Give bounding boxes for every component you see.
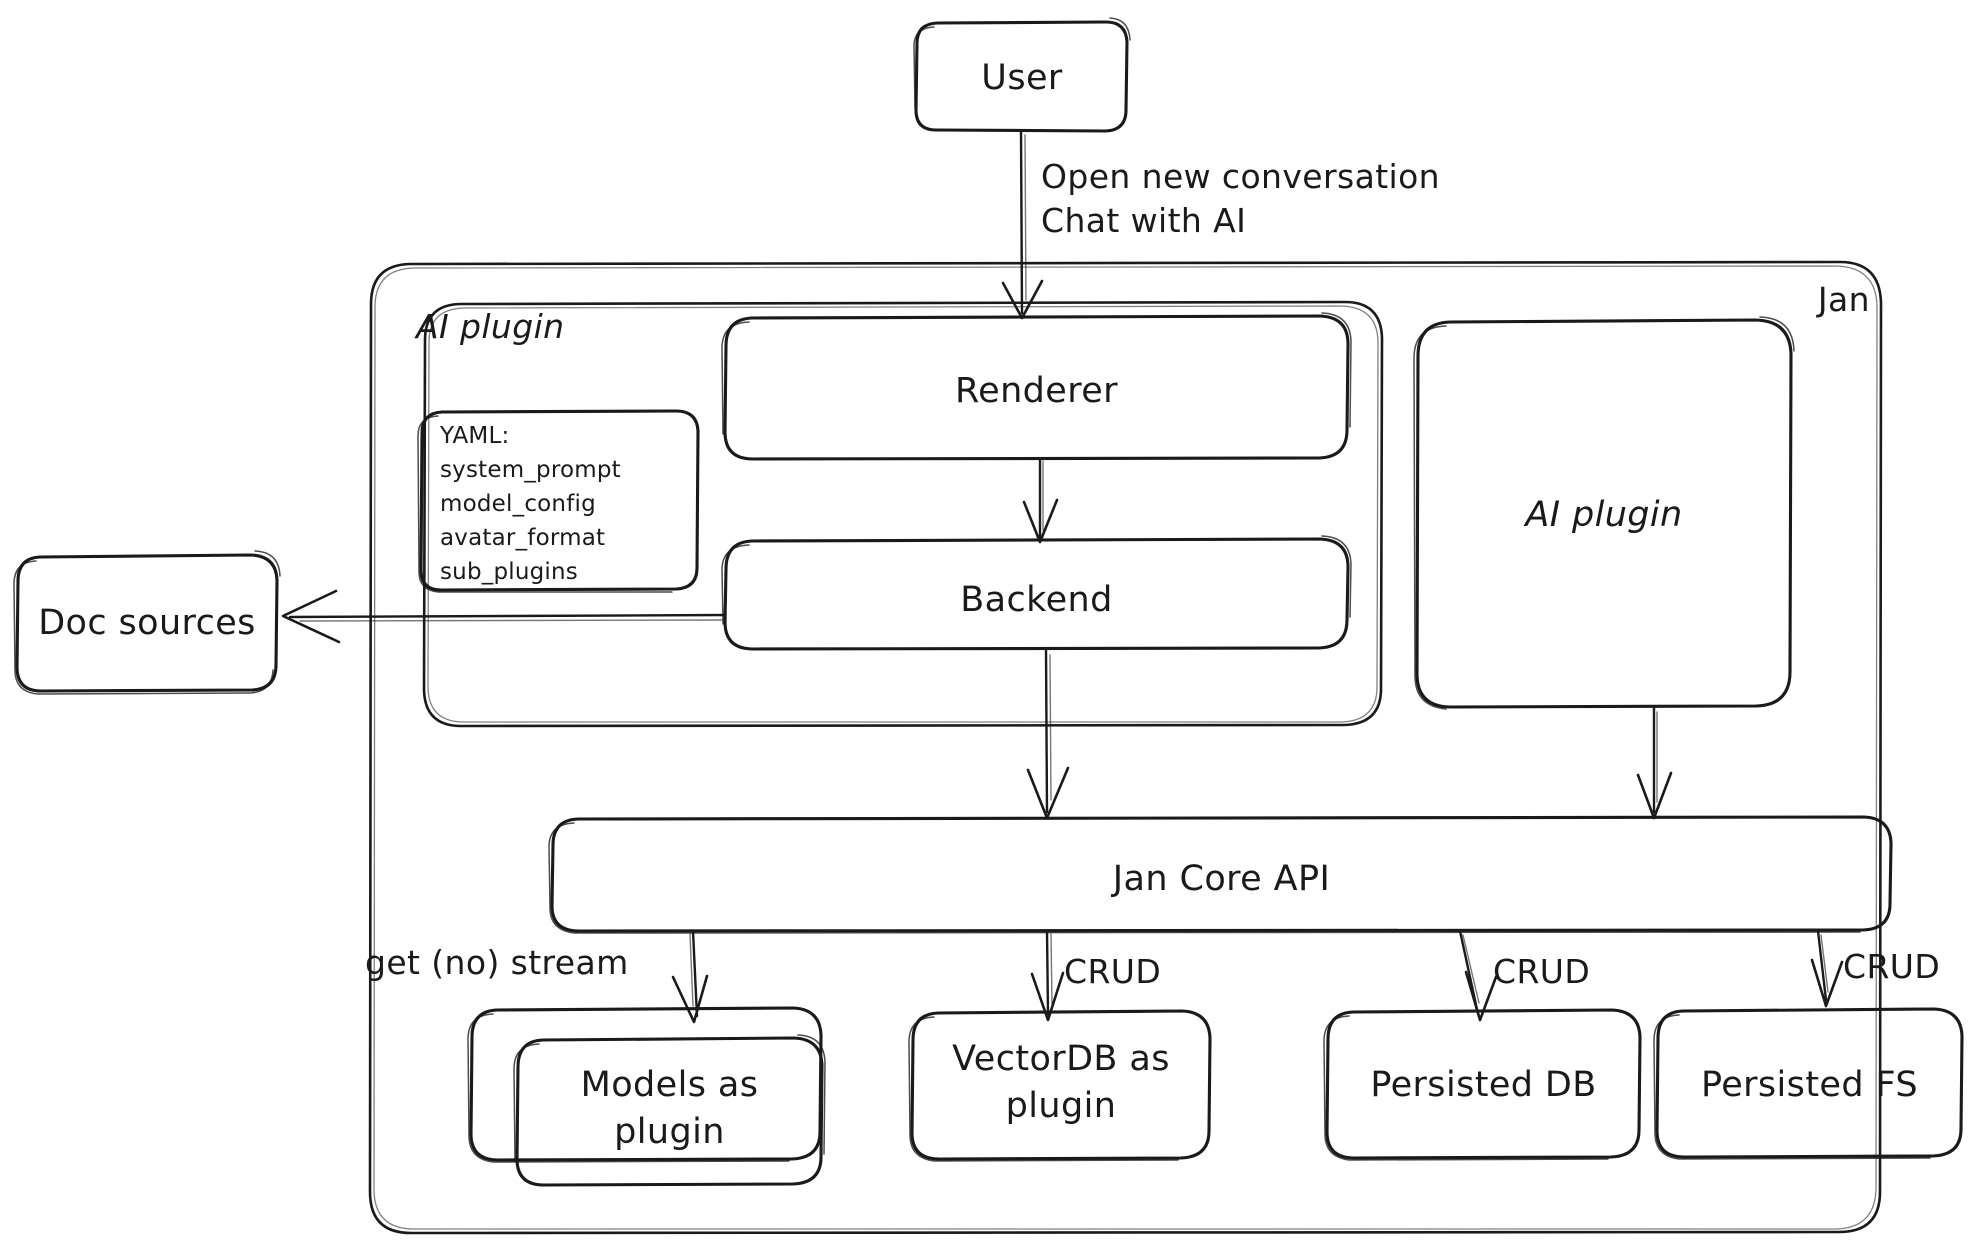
edge-aiplugin-to-core	[1636, 705, 1673, 820]
node-yaml-note-shape	[417, 409, 700, 593]
edge-backend-to-core	[1026, 647, 1070, 820]
node-user-shape	[913, 17, 1131, 133]
edge-core-to-vectordb	[1030, 929, 1065, 1022]
node-persisted-db-shape	[1323, 1008, 1642, 1161]
edge-core-to-persisted-fs	[1810, 929, 1844, 1008]
container-models-outer	[467, 1006, 823, 1163]
edge-user-to-renderer	[1001, 130, 1044, 320]
node-models-shape	[513, 1034, 826, 1187]
node-vectordb-shape	[908, 1009, 1212, 1162]
node-persisted-fs-shape	[1653, 1007, 1964, 1160]
node-ai-plugin-shape	[1413, 316, 1795, 710]
container-jan	[368, 260, 1883, 1235]
node-renderer-shape	[721, 312, 1352, 461]
container-ai-plugin-group	[422, 300, 1384, 728]
node-doc-sources-shape	[13, 550, 281, 695]
edge-core-to-models	[671, 929, 709, 1024]
node-backend-shape	[721, 535, 1352, 651]
node-jan-core-api-shape	[548, 815, 1893, 934]
edge-core-to-persisted-db	[1458, 929, 1498, 1022]
edge-backend-to-doc-sources	[281, 589, 727, 644]
edge-renderer-to-backend	[1022, 457, 1059, 544]
